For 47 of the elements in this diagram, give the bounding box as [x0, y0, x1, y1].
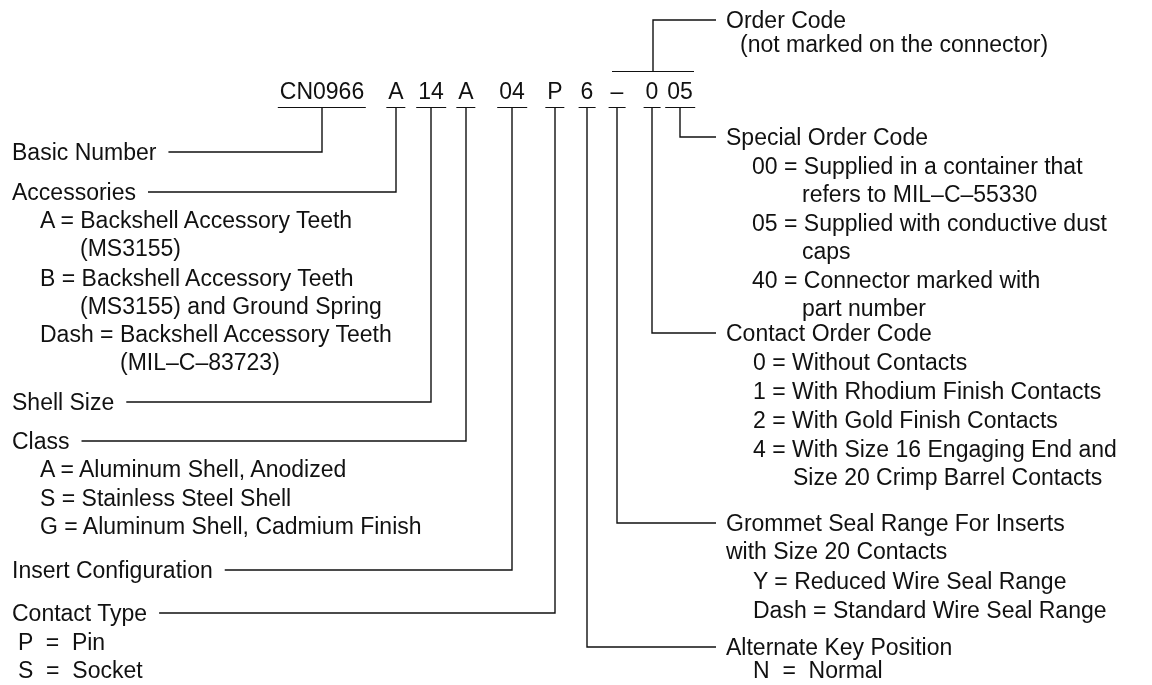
- part-number-segment: 14: [416, 79, 446, 108]
- option-description: 0 = Without Contacts: [753, 348, 969, 376]
- option-description: 05 = Supplied with conductive dust caps: [752, 209, 1108, 265]
- part-number-segment: 04: [497, 79, 527, 108]
- option-description: P = Pin: [18, 628, 107, 656]
- leader-line: [147, 107, 397, 193]
- option-description: 40 = Connector marked with part number: [752, 266, 1042, 322]
- field-heading: Special Order Code: [716, 123, 928, 151]
- leader-line: [616, 107, 717, 524]
- leader-line: [652, 19, 717, 72]
- part-number-segment: A: [386, 79, 406, 108]
- leader-line: [651, 107, 717, 334]
- option-description: S = Stainless Steel Shell: [40, 484, 293, 512]
- leader-line: [679, 107, 717, 138]
- option-description: Dash = Standard Wire Seal Range: [753, 596, 1108, 624]
- leader-line: [586, 107, 717, 648]
- option-description: S = Socket: [18, 656, 144, 684]
- leader-line: [80, 107, 467, 442]
- field-heading: Accessories: [12, 178, 148, 206]
- field-heading: Shell Size: [12, 388, 127, 416]
- option-description: 1 = With Rhodium Finish Contacts: [753, 377, 1103, 405]
- option-description: 00 = Supplied in a container that refers to MIL–C–55330: [752, 152, 1084, 208]
- part-number-segment: 05: [665, 79, 695, 108]
- part-number-segment: –: [608, 79, 626, 108]
- field-heading: Contact Type: [12, 599, 160, 627]
- field-heading: Alternate Key Position: [716, 633, 953, 661]
- leader-line: [224, 107, 513, 571]
- option-description: A = Aluminum Shell, Anodized: [40, 455, 348, 483]
- field-heading: Basic Number: [12, 138, 169, 166]
- part-number-segment: P: [545, 79, 565, 108]
- option-description: A = Backshell Accessory Teeth (MS3155): [40, 206, 354, 262]
- option-description: G = Aluminum Shell, Cadmium Finish: [40, 512, 423, 540]
- field-heading: Insert Configuration: [12, 556, 225, 584]
- leader-line: [167, 107, 323, 153]
- option-description: 4 = With Size 16 Engaging End and Size 20 Crimp Barrel Contacts: [753, 435, 1118, 491]
- part-number-segment: 6: [578, 79, 596, 108]
- leader-line: [158, 107, 556, 614]
- option-description: Y = Reduced Wire Seal Range: [753, 567, 1068, 595]
- option-description: B = Backshell Accessory Teeth (MS3155) and Ground Spring: [40, 264, 383, 320]
- part-number-segment: CN0966: [277, 79, 367, 108]
- option-description: Dash = Backshell Accessory Teeth (MIL–C–83723): [40, 320, 393, 376]
- option-description: 2 = With Gold Finish Contacts: [753, 406, 1059, 434]
- field-heading: Grommet Seal Range For Inserts with Size 20 Contacts: [716, 509, 1111, 565]
- part-number-segment: A: [456, 79, 476, 108]
- part-number-segment: 0: [643, 79, 661, 108]
- field-heading: Class: [12, 427, 82, 455]
- leader-line: [125, 107, 432, 403]
